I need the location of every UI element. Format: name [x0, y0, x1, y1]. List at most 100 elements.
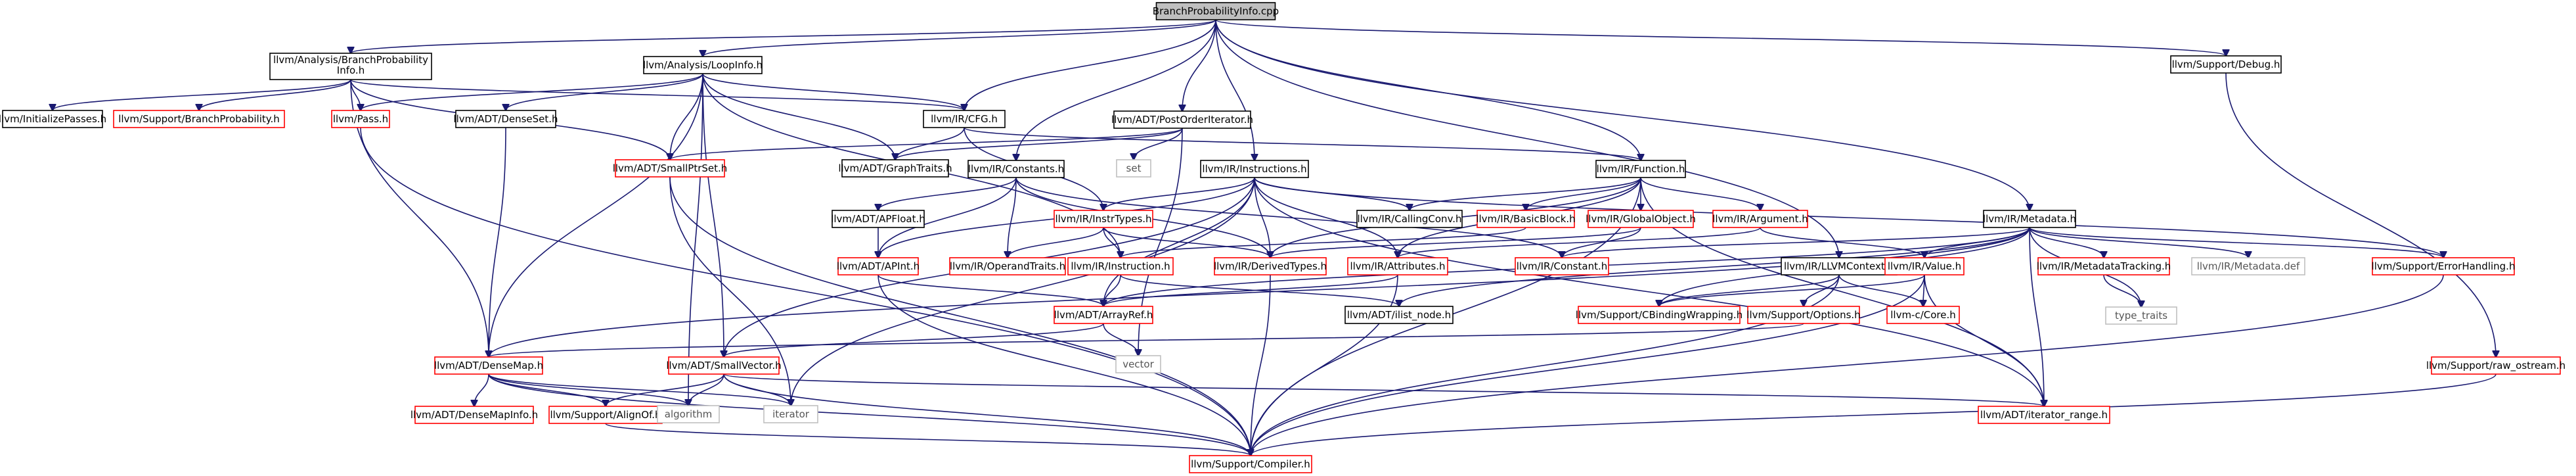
edge-loopinfo-to-graphtraits: [702, 73, 895, 160]
node-rawostream[interactable]: llvm/Support/raw_ostream.h: [2426, 356, 2565, 375]
node-box-smallvector: [668, 356, 780, 375]
node-densemap[interactable]: llvm/ADT/DenseMap.h: [434, 356, 543, 375]
node-label-metadata: llvm/IR/Metadata.h: [1983, 213, 2076, 225]
node-label-metadatadef: llvm/IR/Metadata.def: [2197, 260, 2300, 272]
edge-instrtypes-to-derivedtypes: [1103, 227, 1270, 258]
edge-bpi-to-initpasses: [53, 79, 351, 110]
edge-instructions-to-derivedtypes: [1254, 177, 1270, 258]
node-metadatadef[interactable]: llvm/IR/Metadata.def: [2191, 257, 2305, 275]
node-alignof[interactable]: llvm/Support/AlignOf.h: [548, 406, 663, 424]
edge-instructions-to-attributes: [1254, 177, 1398, 258]
node-cbinding[interactable]: llvm/Support/CBindingWrapping.h: [1576, 306, 1743, 324]
node-apint[interactable]: llvm/ADT/APInt.h: [837, 257, 920, 275]
node-label-derivedtypes: llvm/IR/DerivedTypes.h: [1214, 260, 1327, 272]
node-label-mdtracking: llvm/IR/MetadataTracking.h: [2037, 260, 2171, 272]
node-debug[interactable]: llvm/Support/Debug.h: [2170, 55, 2282, 74]
node-apfloat[interactable]: llvm/ADT/APFloat.h: [831, 210, 925, 228]
node-box-basicblock: [1477, 210, 1575, 228]
node-label-iteratorrange: llvm/ADT/iterator_range.h: [1980, 409, 2108, 421]
node-box-mdtracking: [2037, 257, 2170, 275]
node-mdtracking[interactable]: llvm/IR/MetadataTracking.h: [2037, 257, 2171, 275]
node-box-argument: [1712, 210, 1808, 228]
edge-root-to-debug: [1215, 19, 2226, 56]
node-label-apint: llvm/ADT/APInt.h: [837, 260, 920, 272]
node-vector[interactable]: vector: [1115, 355, 1161, 373]
node-label-constants: llvm/IR/Constants.h: [968, 163, 1064, 175]
node-arrayref[interactable]: llvm/ADT/ArrayRef.h: [1054, 306, 1153, 324]
node-branchprob[interactable]: llvm/Support/BranchProbability.h: [113, 110, 285, 128]
node-instruction[interactable]: llvm/IR/Instruction.h: [1067, 257, 1174, 275]
node-callingconv[interactable]: llvm/IR/CallingConv.h: [1356, 210, 1463, 228]
edge-options-to-densemap: [489, 323, 1804, 357]
node-function[interactable]: llvm/IR/Function.h: [1595, 160, 1686, 178]
edge-value-to-iteratorrange: [1924, 274, 2044, 406]
node-label-postorder: llvm/ADT/PostOrderIterator.h: [1111, 114, 1253, 126]
node-constants[interactable]: llvm/IR/Constants.h: [967, 160, 1065, 178]
node-box-metadatadef: [2191, 257, 2305, 275]
edge-value-to-compiler: [1251, 274, 1925, 456]
node-derivedtypes[interactable]: llvm/IR/DerivedTypes.h: [1214, 257, 1327, 275]
edge-root-to-postorder: [1182, 19, 1216, 111]
node-denseset[interactable]: llvm/ADT/DenseSet.h: [453, 110, 558, 128]
node-errorhandling[interactable]: llvm/Support/ErrorHandling.h: [2372, 257, 2516, 275]
node-pass[interactable]: llvm/Pass.h: [331, 110, 390, 128]
node-metadata[interactable]: llvm/IR/Metadata.h: [1983, 210, 2076, 228]
node-box-branchprob: [113, 110, 285, 128]
node-densemapinfo[interactable]: llvm/ADT/DenseMapInfo.h: [411, 406, 538, 424]
edge-pass-to-compiler: [360, 127, 1251, 456]
edge-root-to-loopinfo: [703, 19, 1216, 57]
node-constant[interactable]: llvm/IR/Constant.h: [1515, 257, 1609, 275]
node-llvmcontext[interactable]: llvm/IR/LLVMContext.h: [1781, 257, 1898, 275]
node-globalobject[interactable]: llvm/IR/GlobalObject.h: [1586, 210, 1696, 228]
edge-alignof-to-compiler: [605, 423, 1251, 456]
node-algorithm[interactable]: algorithm: [657, 405, 720, 423]
node-cfg[interactable]: llvm/IR/CFG.h: [923, 110, 1006, 128]
node-value[interactable]: llvm/IR/Value.h: [1884, 257, 1965, 275]
node-ilistnode[interactable]: llvm/ADT/ilist_node.h: [1344, 306, 1454, 324]
node-box-postorder: [1113, 110, 1251, 129]
node-box-apfloat: [832, 210, 925, 228]
node-box-core: [1886, 306, 1960, 324]
node-instructions[interactable]: llvm/IR/Instructions.h: [1200, 160, 1309, 178]
node-box-derivedtypes: [1214, 257, 1327, 275]
node-compiler[interactable]: llvm/Support/Compiler.h: [1189, 455, 1312, 473]
node-basicblock[interactable]: llvm/IR/BasicBlock.h: [1476, 210, 1576, 228]
node-postorder[interactable]: llvm/ADT/PostOrderIterator.h: [1111, 110, 1253, 129]
node-argument[interactable]: llvm/IR/Argument.h: [1712, 210, 1808, 228]
node-root[interactable]: BranchProbabilityInfo.cpp: [1153, 2, 1279, 20]
node-label-instructions: llvm/IR/Instructions.h: [1202, 163, 1306, 175]
node-label-algorithm: algorithm: [665, 408, 712, 420]
node-operandtraits[interactable]: llvm/IR/OperandTraits.h: [949, 257, 1066, 275]
node-instrtypes[interactable]: llvm/IR/InstrTypes.h: [1054, 210, 1153, 228]
node-core[interactable]: llvm-c/Core.h: [1886, 306, 1960, 324]
node-loopinfo[interactable]: llvm/Analysis/LoopInfo.h: [643, 56, 763, 74]
edge-function-to-argument: [1640, 177, 1760, 210]
node-typetraits[interactable]: type_traits: [2105, 306, 2177, 325]
edge-globalobject-to-derivedtypes: [1270, 227, 1641, 258]
node-label-globalobject: llvm/IR/GlobalObject.h: [1586, 213, 1696, 225]
node-options[interactable]: llvm/Support/Options.h: [1746, 306, 1861, 324]
edge-instrtypes-to-instruction: [1103, 227, 1121, 258]
node-label-bpi-0: llvm/Analysis/BranchProbability: [273, 54, 428, 66]
edge-root-to-cfg: [964, 19, 1216, 110]
node-bpi[interactable]: llvm/Analysis/BranchProbabilityInfo.h: [269, 53, 432, 80]
edge-arrayref-to-smallvector: [724, 323, 1104, 357]
edge-smallptrset-to-iterator: [669, 176, 791, 406]
edge-smallptrset-to-compiler: [669, 176, 1251, 456]
node-attributes[interactable]: llvm/IR/Attributes.h: [1347, 257, 1448, 275]
node-iteratorrange[interactable]: llvm/ADT/iterator_range.h: [1978, 406, 2110, 424]
node-label-value: llvm/IR/Value.h: [1888, 260, 1961, 272]
edge-metadata-to-errorhandling: [2029, 227, 2443, 258]
node-box-cbinding: [1578, 306, 1741, 324]
node-box-compiler: [1189, 455, 1312, 473]
node-graphtraits[interactable]: llvm/ADT/GraphTraits.h: [838, 159, 952, 178]
node-smallptrset[interactable]: llvm/ADT/SmallPtrSet.h: [613, 159, 728, 178]
node-smallvector[interactable]: llvm/ADT/SmallVector.h: [666, 356, 782, 375]
edge-bpi-to-branchprob: [199, 79, 351, 110]
edge-instrtypes-to-operandtraits: [1008, 227, 1104, 258]
node-set[interactable]: set: [1116, 159, 1151, 178]
node-label-llvmcontext: llvm/IR/LLVMContext.h: [1784, 260, 1894, 272]
node-initpasses[interactable]: llvm/InitializePasses.h: [0, 110, 106, 128]
node-iterator[interactable]: iterator: [763, 405, 818, 423]
edge-metadata-to-densemap: [489, 227, 2030, 357]
